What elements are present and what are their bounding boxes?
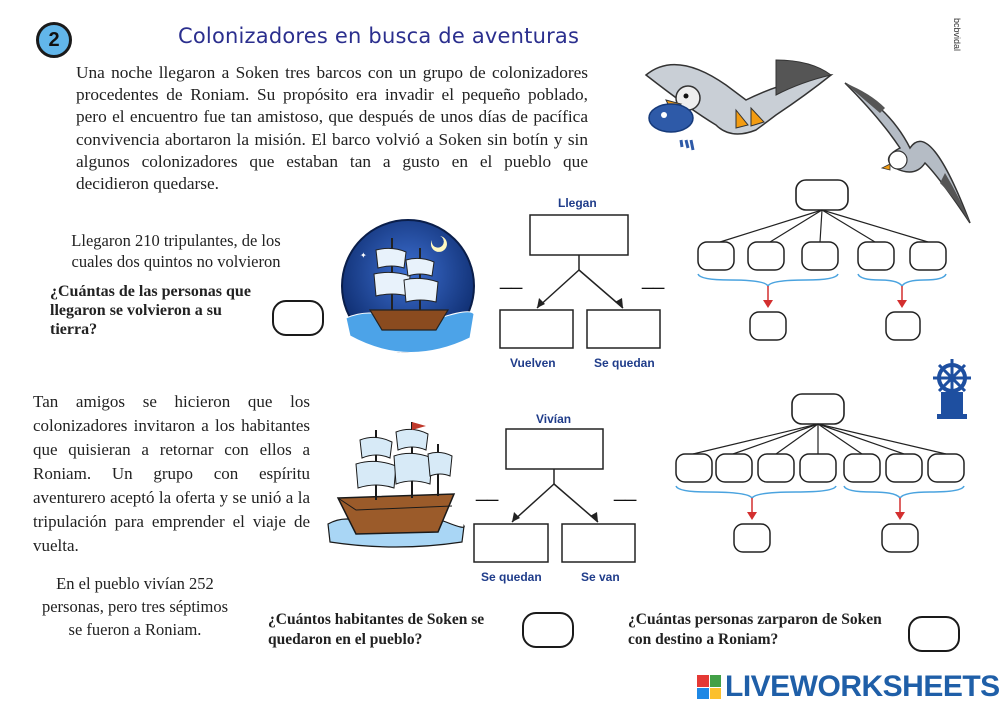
problem2-statement: Tan amigos se hicieron que los colonizad… [33,392,310,555]
diagram1-right-label: Se quedan [594,356,655,370]
sailing-ship-illustration [327,422,465,548]
diagram2-left-label: Se quedan [481,570,542,584]
problem1-answer-box[interactable] [272,300,324,336]
seagull-with-fish-illustration [644,59,834,151]
problem2-answer-b-box[interactable] [908,616,960,652]
liveworksheets-logo[interactable]: LIVEWORKSHEETS [697,670,1000,704]
ship-wheel-icon [933,359,971,419]
liveworksheets-logo-text: LIVEWORKSHEETS [725,670,1000,703]
diagram2-left-fraction-blank: __ [476,480,499,502]
problem2-question-b: ¿Cuántas personas zarparon de Soken con … [628,611,882,648]
diagram2-right-fraction-blank: __ [614,480,637,502]
problem2-data: En el pueblo vivían 252 personas, pero t… [41,574,229,639]
problem2-answer-a-box[interactable] [522,612,574,648]
diagram1-left-label: Vuelven [510,356,556,370]
diagram1-right-fraction-blank: __ [642,268,665,290]
diagram1-tree [499,214,661,349]
author-credit: bcbvidal [952,18,962,52]
fraction-tree-fifths [697,179,947,341]
page-title: Colonizadores en busca de aventuras [178,24,580,48]
intro-paragraph: Una noche llegaron a Soken tres barcos c… [76,63,588,194]
problem1-question: ¿Cuántas de las personas que llegaron se… [50,283,251,338]
ship-night-illustration: ✦ ✦ [341,219,475,353]
problem2-question-a: ¿Cuántos habitantes de Soken se quedaron… [268,611,485,648]
diagram2-right-label: Se van [581,570,620,584]
exercise-number-badge: 2 [36,22,72,58]
flying-seagull-illustration [844,82,971,224]
fraction-tree-sevenths [675,393,965,553]
diagram2-tree [473,428,636,563]
diagram1-top-label: Llegan [558,196,597,210]
svg-text:✦: ✦ [360,251,367,260]
diagram2-top-label: Vivían [536,412,572,426]
problem1-statement: Llegaron 210 tripulantes, de los cuales … [71,231,281,271]
liveworksheets-logo-icon [697,675,721,699]
diagram1-left-fraction-blank: __ [500,268,523,290]
svg-text:✦: ✦ [452,230,460,241]
